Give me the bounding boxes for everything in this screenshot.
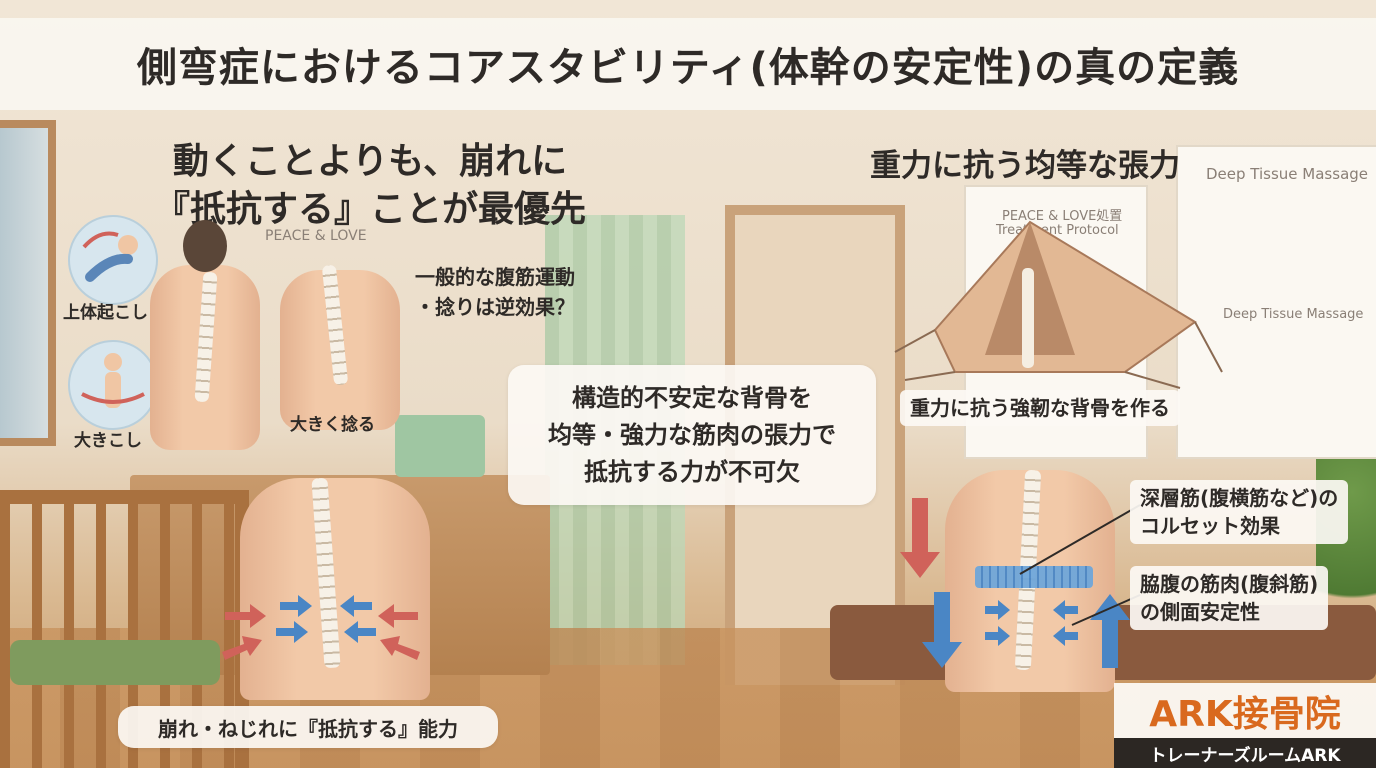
head [183, 220, 227, 272]
deep-line2: コルセット効果 [1140, 514, 1280, 538]
resist-caption-card: 崩れ・ねじれに『抵抗する』能力 [118, 706, 498, 748]
tent-rope [894, 329, 936, 353]
leader-line [1071, 594, 1141, 626]
side-line2: の側面安定性 [1140, 600, 1260, 624]
tent-spine [1022, 268, 1034, 368]
right-heading: 重力に抗う均等な張力 [870, 148, 1180, 184]
monitor [395, 415, 485, 477]
red-arrow [225, 604, 266, 628]
situp-figure [82, 231, 138, 282]
left-heading: 動くことよりも、崩れに 『抵抗する』ことが最優先 [150, 138, 590, 234]
blue-arrow [280, 595, 312, 617]
inward-arrow [985, 626, 1010, 646]
down-arrow [922, 592, 962, 668]
deep-muscle-label: 深層筋(腹横筋など)の コルセット効果 [1130, 480, 1349, 544]
twist-figure [81, 353, 145, 408]
twist-icon-label: 大きこし [74, 431, 142, 451]
inward-arrow [1053, 600, 1078, 620]
leader-line [1019, 504, 1141, 575]
deep-line1: 深層筋(腹横筋など)の [1140, 486, 1339, 510]
red-arrow [378, 604, 418, 628]
tent-rope [1124, 371, 1181, 389]
situp-icon [68, 215, 158, 305]
center-message-card: 構造的不安定な背骨を 均等・強力な筋肉の張力で 抵抗する力が不可欠 [508, 365, 876, 505]
logo-subtitle: トレーナーズルームARK [1114, 738, 1376, 768]
blue-arrow [344, 621, 376, 643]
blue-arrow [276, 621, 308, 643]
tent-rope [1194, 321, 1223, 373]
poster-title: Deep Tissue Massage [1206, 165, 1369, 183]
situp-label: 上体起こし [63, 303, 148, 323]
center-line3: 抵抗する力が不可欠 [584, 457, 800, 486]
note-line1: 一般的な腹筋運動 [415, 265, 575, 289]
center-line2: 均等・強力な筋肉の張力で [548, 420, 836, 449]
red-arrow [380, 636, 420, 660]
massage-poster: Deep Tissue Massage Deep Tissue Massage [1176, 145, 1376, 459]
clinic-logo: ARK接骨院 トレーナーズルームARK [1114, 683, 1376, 768]
twist-label: 大きく捻る [290, 415, 375, 435]
inward-arrow [985, 600, 1010, 620]
oblique-muscle-label: 脇腹の筋肉(腹斜筋) の側面安定性 [1130, 566, 1329, 630]
inward-arrow [1053, 626, 1078, 646]
side-line1: 脇腹の筋肉(腹斜筋) [1140, 572, 1319, 596]
gravity-arrow [900, 498, 940, 578]
poster-subtitle: Deep Tissue Massage [1223, 307, 1364, 322]
page-title: 側弯症におけるコアスタビリティ(体幹の安定性)の真の定義 [136, 45, 1240, 91]
left-heading-line2: 『抵抗する』ことが最優先 [153, 189, 586, 230]
note-line2: ・捻りは逆効果？ [415, 295, 575, 319]
poster-text: PEACE & LOVE処置 [1002, 209, 1123, 224]
left-heading-line1: 動くことよりも、崩れに [172, 141, 568, 182]
tent-caption: 重力に抗う強靭な背骨を作る [900, 390, 1180, 426]
window [0, 120, 56, 446]
logo-name: ARK接骨院 [1114, 683, 1376, 738]
tent-rope [904, 371, 956, 381]
center-line1: 構造的不安定な背骨を [572, 383, 812, 412]
chair-seat [10, 640, 220, 685]
twist-icon [68, 340, 158, 430]
exercise-note: 一般的な腹筋運動 ・捻りは逆効果？ [415, 262, 575, 322]
corset-band [975, 566, 1093, 588]
resist-caption: 崩れ・ねじれに『抵抗する』能力 [158, 716, 458, 741]
blue-arrow [340, 595, 372, 617]
small-poster-text: PEACE & LOVE [265, 228, 367, 244]
title-bar: 側弯症におけるコアスタビリティ(体幹の安定性)の真の定義 [0, 18, 1376, 110]
red-arrow [222, 636, 262, 660]
up-arrow [1090, 594, 1130, 668]
